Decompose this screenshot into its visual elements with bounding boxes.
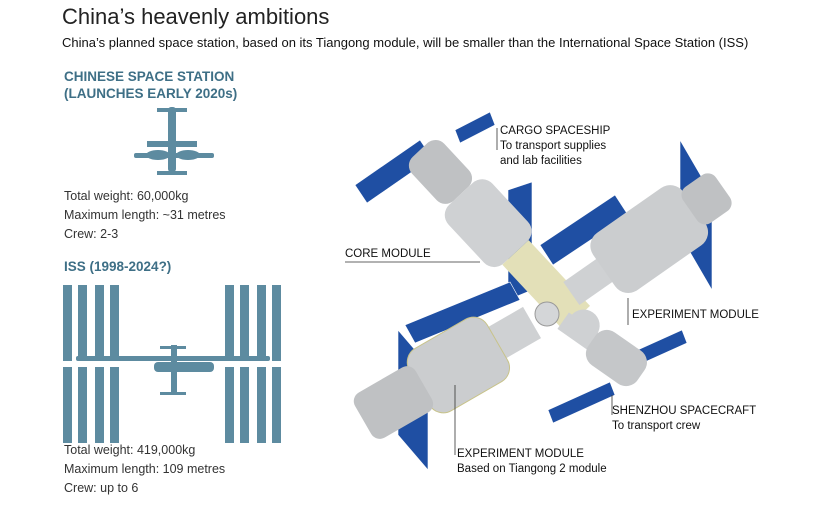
iss-crew: Crew: up to 6 <box>64 481 139 495</box>
label-desc: Based on Tiangong 2 module <box>457 463 607 475</box>
experiment-module-bottom <box>353 306 542 439</box>
experiment-module-right <box>563 173 732 305</box>
label-title: SHENZHOU SPACECRAFT <box>612 405 757 417</box>
cargo-solar-panel <box>454 111 496 144</box>
page-title: China’s heavenly ambitions <box>62 4 330 29</box>
chinese-station-icon <box>134 107 214 175</box>
css-heading-line: CHINESE SPACE STATION <box>64 69 235 84</box>
page-subtitle: China’s planned space station, based on … <box>62 35 749 50</box>
label-title: CARGO SPACESHIP <box>500 125 611 137</box>
label-desc: To transport supplies <box>500 140 607 152</box>
css-crew: Crew: 2-3 <box>64 227 119 241</box>
label-desc: and lab facilities <box>500 155 582 167</box>
space-station-illustration <box>345 111 732 471</box>
label-desc: To transport crew <box>612 420 701 432</box>
css-heading: CHINESE SPACE STATION (LAUNCHES EARLY 20… <box>64 68 237 102</box>
label-shenzhou: SHENZHOU SPACECRAFT To transport crew <box>612 404 756 434</box>
core-solar-panel <box>404 281 521 344</box>
css-heading-line: (LAUNCHES EARLY 2020s) <box>64 86 238 101</box>
label-title: EXPERIMENT MODULE <box>457 448 584 460</box>
iss-weight: Total weight: 419,000kg <box>64 443 196 457</box>
iss-heading: ISS (1998-2024?) <box>64 259 172 274</box>
cargo-spaceship <box>408 139 473 204</box>
label-cargo-spaceship: CARGO SPACESHIP To transport supplies an… <box>500 124 610 169</box>
iss-length: Maximum length: 109 metres <box>64 462 226 476</box>
label-core-module: CORE MODULE <box>345 248 431 260</box>
css-length: Maximum length: ~31 metres <box>64 208 226 222</box>
core-module <box>408 139 600 342</box>
shenzhou-spacecraft <box>557 312 647 387</box>
iss-icon <box>63 285 281 443</box>
label-experiment-module-bottom: EXPERIMENT MODULE Based on Tiangong 2 mo… <box>457 447 607 477</box>
docking-node <box>534 301 560 327</box>
shenzhou-solar-panel <box>547 381 616 424</box>
css-stats: Total weight: 60,000kg Maximum length: ~… <box>64 187 226 244</box>
label-experiment-module-right: EXPERIMENT MODULE <box>632 309 759 321</box>
css-weight: Total weight: 60,000kg <box>64 189 189 203</box>
iss-stats: Total weight: 419,000kg Maximum length: … <box>64 441 225 498</box>
